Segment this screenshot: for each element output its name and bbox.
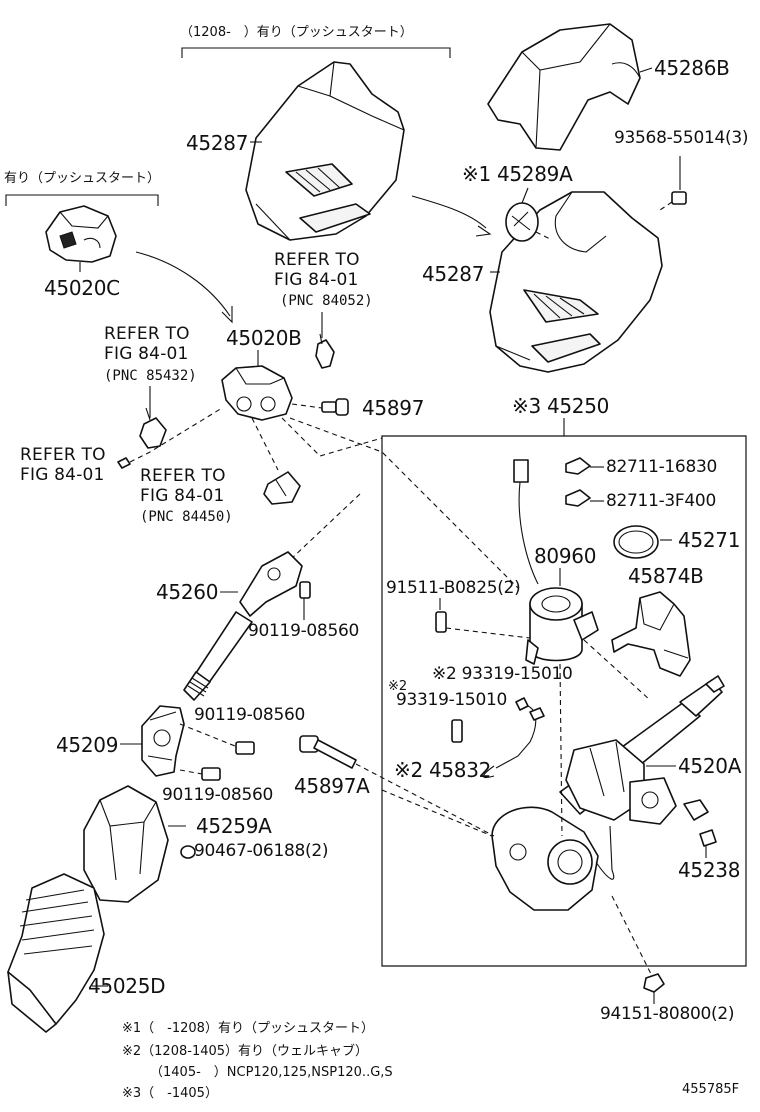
bolt-45897: [321, 398, 349, 416]
screw-93319: [495, 697, 545, 769]
refer-upper-line2: FIG 84-01: [274, 270, 359, 290]
label-45025D: 45025D: [88, 974, 166, 998]
footnote-4: ※3（ -1405）: [122, 1086, 218, 1101]
bolt-90119-upper: [299, 581, 311, 599]
ignition-bracket: [5, 194, 159, 206]
label-45271: 45271: [678, 528, 741, 552]
label-45259A: 45259A: [196, 814, 272, 838]
connector-84052: [315, 333, 335, 369]
upper-column-cover-45286B: [487, 23, 641, 151]
connector-85432: [139, 407, 167, 449]
switch-housing-45020C: [45, 205, 117, 263]
footnote-3: （1405- ）NCP120,125,NSP120..G,S: [150, 1065, 393, 1080]
label-45020B: 45020B: [226, 326, 302, 350]
bolt-90119-middle: [235, 741, 255, 755]
refer-upper-line1: REFER TO: [274, 250, 360, 270]
steering-column-4520A: [491, 675, 725, 911]
refer-left-line2: FIG 84-01: [104, 344, 189, 364]
footnote-1: ※1（ -1208）有り（プッシュスタート）: [122, 1021, 374, 1036]
ring-45271: [613, 525, 659, 559]
label-45289A: ※1 45289A: [462, 162, 573, 186]
column-assembly-box-45250: [381, 435, 747, 967]
cover-45259A: [83, 785, 169, 903]
refer-left-line1: REFER TO: [104, 324, 190, 344]
label-80960: 80960: [534, 544, 597, 568]
upper-cover-bracket: [181, 47, 451, 58]
motor-80960: [513, 459, 599, 665]
refer-side-line2: FIG 84-01: [20, 465, 105, 485]
shaft-45260: [183, 551, 303, 701]
label-45020C: 45020C: [44, 276, 120, 300]
connector-84450: [263, 471, 301, 505]
clip-82711-3F400: [565, 489, 591, 507]
cable-45832: [482, 765, 495, 779]
refer-mid-pnc: (PNC 84450): [140, 509, 233, 525]
footnote-2: ※2（1208-1405）有り（ウェルキャブ）: [122, 1044, 369, 1059]
label-4520A: 4520A: [678, 754, 742, 778]
label-45286B: 45286B: [654, 56, 730, 80]
bolt-91511: [435, 611, 531, 639]
label-82711-16830: 82711-16830: [606, 457, 717, 477]
bracket-left-label: 有り（プッシュスタート）: [4, 171, 161, 186]
label-45874B: 45874B: [628, 564, 704, 588]
screw-93568: [659, 191, 687, 211]
label-90119-c: 90119-08560: [162, 785, 273, 805]
bolt-93319: [451, 719, 463, 743]
cap-45289A: [505, 202, 553, 242]
label-93319-a: ※2 93319-15010: [432, 664, 573, 684]
label-45287-upper: 45287: [186, 131, 249, 155]
label-91511: 91511-B0825(2): [386, 578, 521, 598]
clip-90467: [180, 845, 196, 859]
bracket-45874B: [611, 591, 691, 677]
catalog-id: 455785F: [682, 1082, 740, 1097]
switch-housing-45020B: [221, 365, 323, 421]
joint-45209: [141, 705, 185, 777]
bracket-top-label: （1208- ）有り（プッシュスタート）: [180, 25, 413, 40]
clip-82711-16830: [565, 457, 591, 475]
label-82711-3F400: 82711-3F400: [606, 491, 716, 511]
label-45287-lower: 45287: [422, 262, 485, 286]
label-45238: 45238: [678, 858, 741, 882]
refer-mid-line1: REFER TO: [140, 466, 226, 486]
refer-upper-pnc: (PNC 84052): [280, 293, 373, 309]
label-45209: 45209: [56, 733, 119, 757]
nut-94151: [643, 973, 665, 993]
label-93319-b: 93319-15010: [396, 690, 507, 710]
lower-column-cover-45287-upper: [245, 61, 405, 241]
lower-column-cover-45287-lower: [489, 191, 663, 373]
label-45260: 45260: [156, 580, 219, 604]
label-90119-a: 90119-08560: [248, 621, 359, 641]
label-45897A: 45897A: [294, 774, 370, 798]
label-90119-b: 90119-08560: [194, 705, 305, 725]
bolt-45238: [699, 829, 717, 847]
label-45250: ※3 45250: [512, 394, 610, 418]
label-45832: ※2 45832: [394, 758, 492, 782]
label-90467: 90467-06188(2): [194, 841, 329, 861]
boot-45025D: [7, 873, 105, 1033]
label-93568: 93568-55014(3): [614, 128, 749, 148]
refer-side-line1: REFER TO: [20, 445, 106, 465]
label-94151: 94151-80800(2): [600, 1004, 735, 1024]
refer-mid-line2: FIG 84-01: [140, 486, 225, 506]
label-93319-b-mark: ※2: [388, 679, 408, 694]
bolt-45897A: [299, 735, 357, 769]
label-45897: 45897: [362, 396, 425, 420]
refer-left-pnc: (PNC 85432): [104, 368, 197, 384]
